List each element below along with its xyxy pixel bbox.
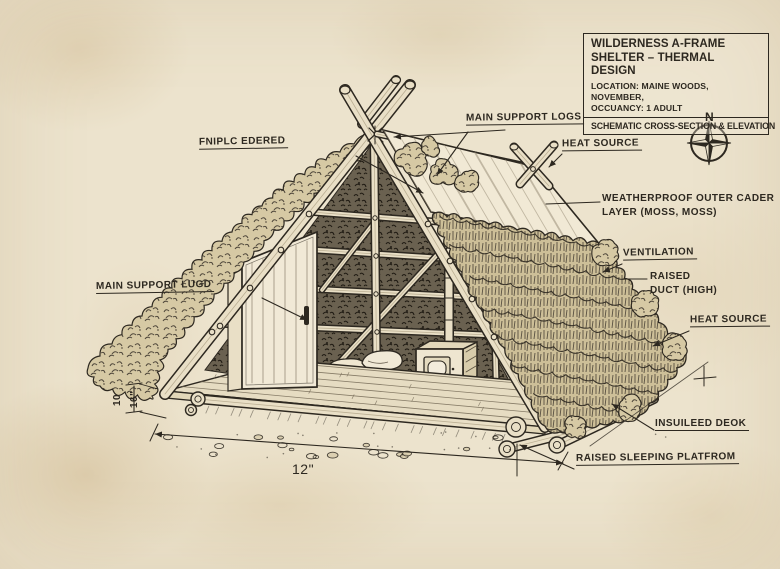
ridge-foliage [393,135,480,193]
label-main-support-left: MAIN SUPPORT LUGD [95,278,215,295]
title-line-1: WILDERNESS A-FRAME [591,38,726,50]
compass-rose [686,120,732,166]
dimension-lines [125,382,569,471]
drawing-type-line: SCHEMATIC CROSS-SECTION & ELEVATION [584,117,775,134]
compass-north-label: N [705,110,714,124]
rear-support-poles [509,140,559,191]
label-weatherproof-line2: LAYER (MOSS, MOSS) [602,207,717,218]
title-block: WILDERNESS A-FRAME SHELTER – THERMAL DES… [583,33,775,136]
dimension-height-inner-label: 16" [129,390,140,408]
foliage-left [86,133,373,401]
dimension-height-outer-label: 10 [112,393,123,406]
leader-lines [261,129,717,477]
moss-roof [431,211,688,440]
label-raised-duct-line1: RAISED [650,271,691,282]
label-fireplace-covered: FNIPLC EDERED [198,135,289,150]
label-insulated-deck: INSUILEED DEOK [655,418,750,431]
label-raised-duct-line2: DUCT (HIGH) [650,285,718,296]
label-weatherproof-line1: WEATHERPROOF OUTER CADER [602,193,775,204]
label-heat-source-top: HEAT SOURCE [561,137,643,152]
label-heat-source-right: HEAT SOURCE [689,313,771,328]
label-main-support-logs: MAIN SUPPORT LOGS [465,111,585,126]
label-sleeping-platform: RAISED SLEEPING PLATFROM [575,451,739,466]
title-line-2: SHELTER – THERMAL DESIGN [591,51,715,78]
dimension-width-label: 12" [292,461,315,477]
label-ventilation: VENTILATION [622,246,698,261]
occupancy-line: OCCUANCY: 1 ADULT [591,103,683,114]
location-line: LOCATION: MAINE WOODS, NOVEMBER, [591,80,709,102]
main-rafters [159,75,551,433]
